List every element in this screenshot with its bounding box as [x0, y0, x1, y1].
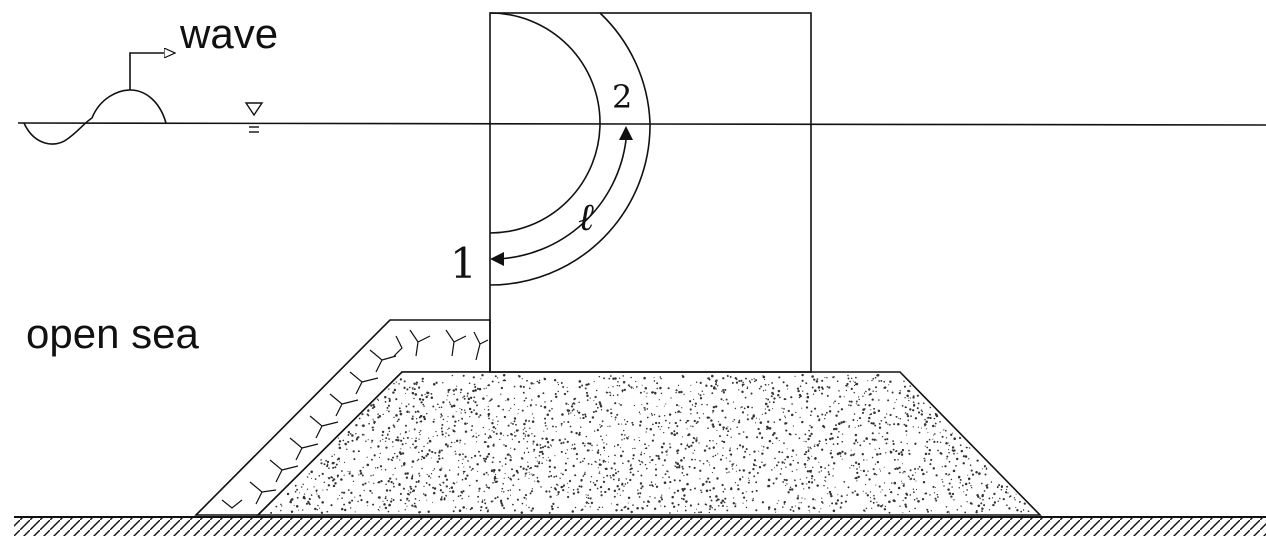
wave-chamber: [489, 12, 651, 286]
open-sea-label: open sea: [26, 310, 199, 357]
path-length-label: ℓ: [578, 195, 594, 239]
path-arrow: [490, 126, 633, 266]
wave-label: wave: [179, 10, 278, 57]
point-1-label: 1: [450, 239, 477, 288]
rubble-mound: [256, 371, 1042, 516]
caisson: [489, 12, 812, 373]
seabed: [14, 516, 1266, 536]
water-level-triangle-icon: [244, 102, 264, 133]
point-2-label: 2: [612, 78, 632, 116]
arrow-right-icon: [129, 53, 175, 90]
water-surface: [17, 122, 1266, 126]
wave-profile: [23, 89, 167, 145]
